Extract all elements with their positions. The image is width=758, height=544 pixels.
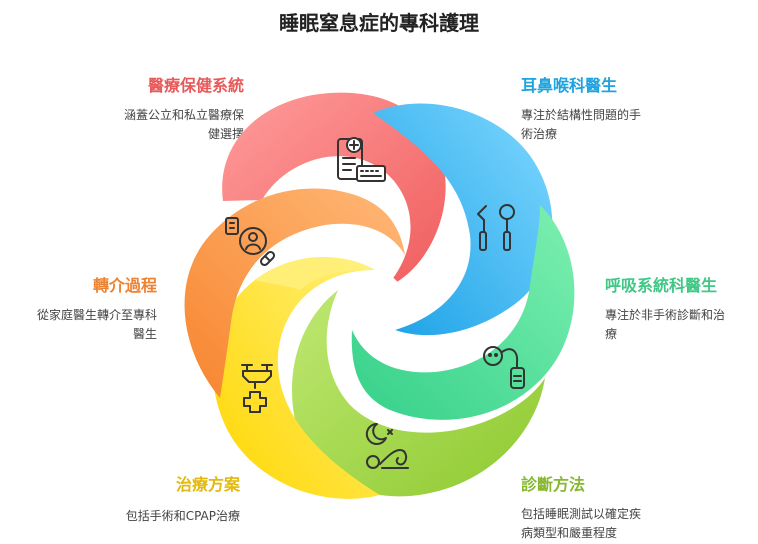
drone-medical-icon (241, 364, 273, 413)
desc-ent-doctor: 專注於結構性問題的手 術治療 (521, 106, 641, 144)
medical-clipboard-keyboard-icon (337, 137, 386, 182)
label-diagnosis-methods: 診斷方法 (521, 475, 586, 494)
label-ent-doctor: 耳鼻喉科醫生 (521, 76, 618, 95)
desc-line: 專注於結構性問題的手 (521, 108, 642, 122)
center-hole (351, 272, 403, 324)
petal-ent-doctor (373, 103, 553, 336)
petal-treatment-plan-upper (255, 257, 375, 290)
ent-instruments-icon (477, 204, 515, 251)
petal-treatment-plan (212, 257, 380, 499)
desc-line: 療 (605, 327, 618, 341)
desc-line: 術治療 (521, 127, 558, 141)
desc-treatment-plan: 包括手術和CPAP治療 (126, 507, 240, 526)
desc-referral-process: 從家庭醫生轉介至專科 醫生 (37, 306, 157, 344)
desc-line: 包括睡眠測試以確定疾 (521, 507, 642, 521)
desc-line: 醫生 (132, 327, 157, 341)
desc-line: 病類型和嚴重程度 (521, 526, 618, 540)
label-referral-process: 轉介過程 (92, 276, 157, 295)
label-healthcare-system: 醫療保健系統 (147, 76, 244, 95)
diagram-title: 睡眠窒息症的專科護理 (279, 11, 479, 35)
referral-user-pill-icon (225, 217, 276, 267)
label-respiratory-doctor: 呼吸系統科醫生 (605, 276, 718, 295)
sleep-test-icon (365, 422, 409, 469)
label-treatment-plan: 治療方案 (175, 475, 240, 494)
desc-diagnosis-methods: 包括睡眠測試以確定疾 病類型和嚴重程度 (521, 505, 641, 543)
desc-line: 包括手術和CPAP治療 (125, 509, 240, 523)
desc-line: 涵蓋公立和私立醫療保 (123, 108, 244, 122)
inhaler-device-icon (483, 346, 525, 389)
desc-healthcare-system: 涵蓋公立和私立醫療保 健選擇 (124, 106, 244, 144)
desc-line: 從家庭醫生轉介至專科 (36, 308, 157, 322)
petal-respiratory-doctor (351, 205, 575, 420)
desc-respiratory-doctor: 專注於非手術診斷和治 療 (605, 306, 725, 344)
desc-line: 專注於非手術診斷和治 (605, 308, 726, 322)
desc-line: 健選擇 (207, 127, 244, 141)
petal-healthcare-system (222, 92, 446, 288)
petal-diagnosis-methods (291, 290, 545, 497)
